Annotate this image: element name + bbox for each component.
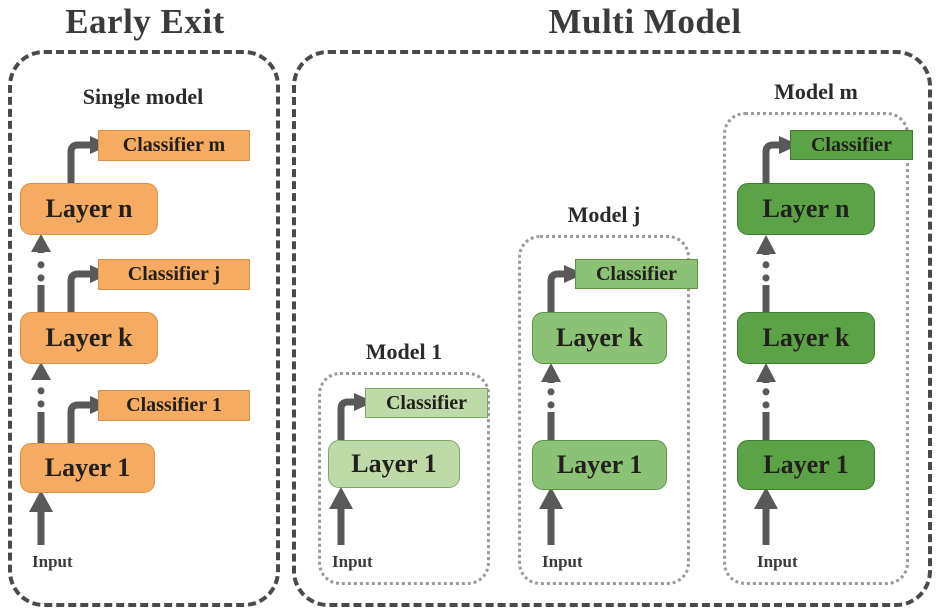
node-layer-1-model-1[interactable]: Layer 1 xyxy=(328,440,460,488)
label-single-model: Single model xyxy=(82,84,204,109)
section-title-early-exit: Early Exit xyxy=(65,2,225,41)
node-layer-1-model-j[interactable]: Layer 1 xyxy=(532,440,667,490)
input-label-model-m: Input xyxy=(757,552,798,571)
label-model-m: Model m xyxy=(774,79,858,104)
panel-model-j xyxy=(518,235,690,585)
input-label-model-j: Input xyxy=(542,552,583,571)
node-classifier-model-1[interactable]: Classifier xyxy=(365,388,488,418)
node-layer-k-early-exit[interactable]: Layer k xyxy=(20,312,158,364)
node-layer-k-model-j[interactable]: Layer k xyxy=(532,312,667,364)
node-classifier-model-m[interactable]: Classifier xyxy=(790,130,913,160)
node-classifier-model-j[interactable]: Classifier xyxy=(575,259,698,289)
section-title-multi-model: Multi Model xyxy=(548,2,742,41)
node-classifier-1-early-exit[interactable]: Classifier 1 xyxy=(98,390,250,421)
node-layer-n-model-m[interactable]: Layer n xyxy=(737,183,875,235)
node-classifier-j-early-exit[interactable]: Classifier j xyxy=(98,259,250,290)
node-classifier-m-early-exit[interactable]: Classifier m xyxy=(98,130,250,161)
node-layer-n-early-exit[interactable]: Layer n xyxy=(20,183,158,235)
node-layer-1-model-m[interactable]: Layer 1 xyxy=(737,440,875,490)
label-model-1: Model 1 xyxy=(365,339,443,364)
node-layer-k-model-m[interactable]: Layer k xyxy=(737,312,875,364)
input-label-early-exit: Input xyxy=(32,552,73,571)
panel-multi-model xyxy=(292,50,932,607)
panel-model-m xyxy=(723,112,909,585)
label-model-j: Model j xyxy=(567,202,641,227)
panel-model-1 xyxy=(318,372,490,585)
input-label-model-1: Input xyxy=(332,552,373,571)
node-layer-1-early-exit[interactable]: Layer 1 xyxy=(20,443,155,493)
panel-early-exit xyxy=(8,50,280,607)
